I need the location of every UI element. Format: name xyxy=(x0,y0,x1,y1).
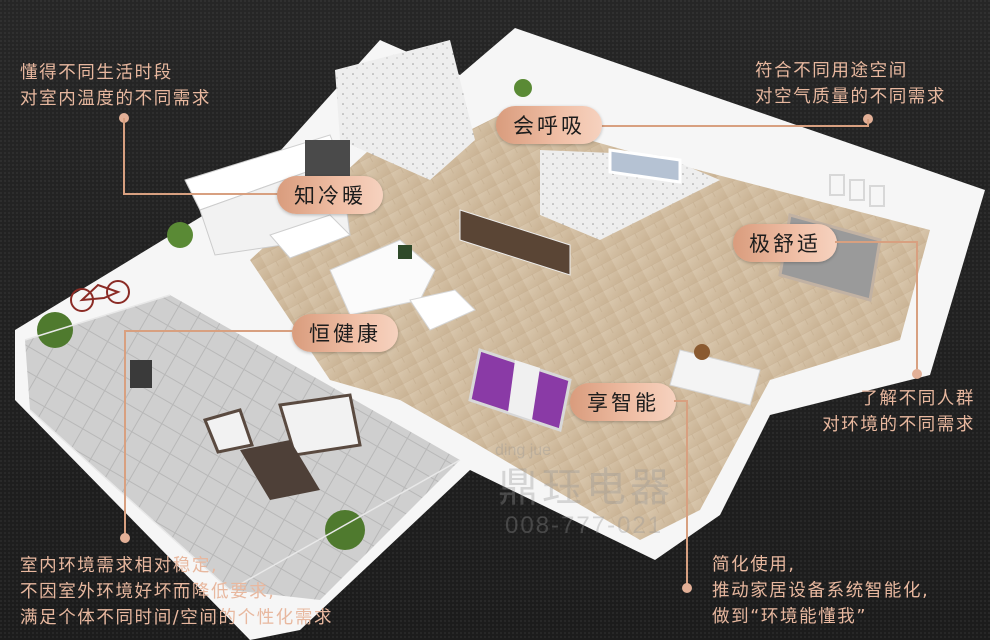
balcony-sofa xyxy=(278,393,362,457)
teddy-bear xyxy=(694,344,710,360)
breathing-description: 符合不同用途空间 对空气质量的不同需求 xyxy=(755,61,946,107)
temperature-connector-vertical xyxy=(123,118,125,194)
temperature-description: 懂得不同生活时段 对室内温度的不同需求 xyxy=(20,63,211,109)
temperature-connector-horizontal xyxy=(123,193,283,195)
bookshelf xyxy=(459,209,571,276)
bathroom-plant xyxy=(514,79,532,97)
comfort-connector-horizontal xyxy=(835,241,918,243)
health-feature-pill: 恒健康 xyxy=(292,314,398,352)
interior-floor xyxy=(250,115,930,540)
grill xyxy=(130,360,152,388)
balcony-railing xyxy=(24,294,461,591)
health-connector-dot xyxy=(120,533,130,543)
watermark-pinyin: ding jue xyxy=(495,442,552,459)
breathing-connector-horizontal xyxy=(600,125,868,127)
comfort-connector-vertical xyxy=(916,241,918,371)
temperature-feature-pill: 知冷暖 xyxy=(277,176,383,214)
balcony-table xyxy=(240,440,320,500)
sofa-cushion xyxy=(398,245,412,259)
dining-table xyxy=(269,214,351,259)
comfort-feature-pill: 极舒适 xyxy=(733,224,837,262)
breathing-feature-pill: 会呼吸 xyxy=(496,106,602,144)
bicycle xyxy=(70,280,130,312)
comfort-connector-dot xyxy=(912,369,922,379)
smart-connector-vertical xyxy=(686,400,688,586)
smart-connector-horizontal xyxy=(674,400,688,402)
health-description: 室内环境需求相对稳定, 不因室外环境好坏而降低要求, 满足个体不同时间/空间的个… xyxy=(20,556,334,628)
coffee-table xyxy=(409,289,476,331)
bathtub xyxy=(608,148,682,184)
comfort-description: 了解不同人群 对环境的不同需求 xyxy=(822,389,975,435)
health-connector-horizontal xyxy=(124,330,294,332)
breathing-connector-vertical xyxy=(867,119,869,127)
smart-description: 简化使用, 推动家居设备系统智能化, 做到“环境能懂我” xyxy=(712,555,930,627)
smart-feature-pill: 享智能 xyxy=(570,383,676,421)
kitchen-plant xyxy=(167,222,193,248)
watermark-phone: 008-777-021 xyxy=(505,512,664,539)
bathroom-1 xyxy=(335,40,475,180)
health-connector-vertical xyxy=(124,330,126,535)
watermark-brand: 鼎珏电器 xyxy=(498,466,674,510)
balcony-plant-2 xyxy=(325,510,365,550)
balcony-chair xyxy=(202,408,254,454)
smart-connector-dot xyxy=(682,583,692,593)
kids-sofa xyxy=(669,349,761,406)
